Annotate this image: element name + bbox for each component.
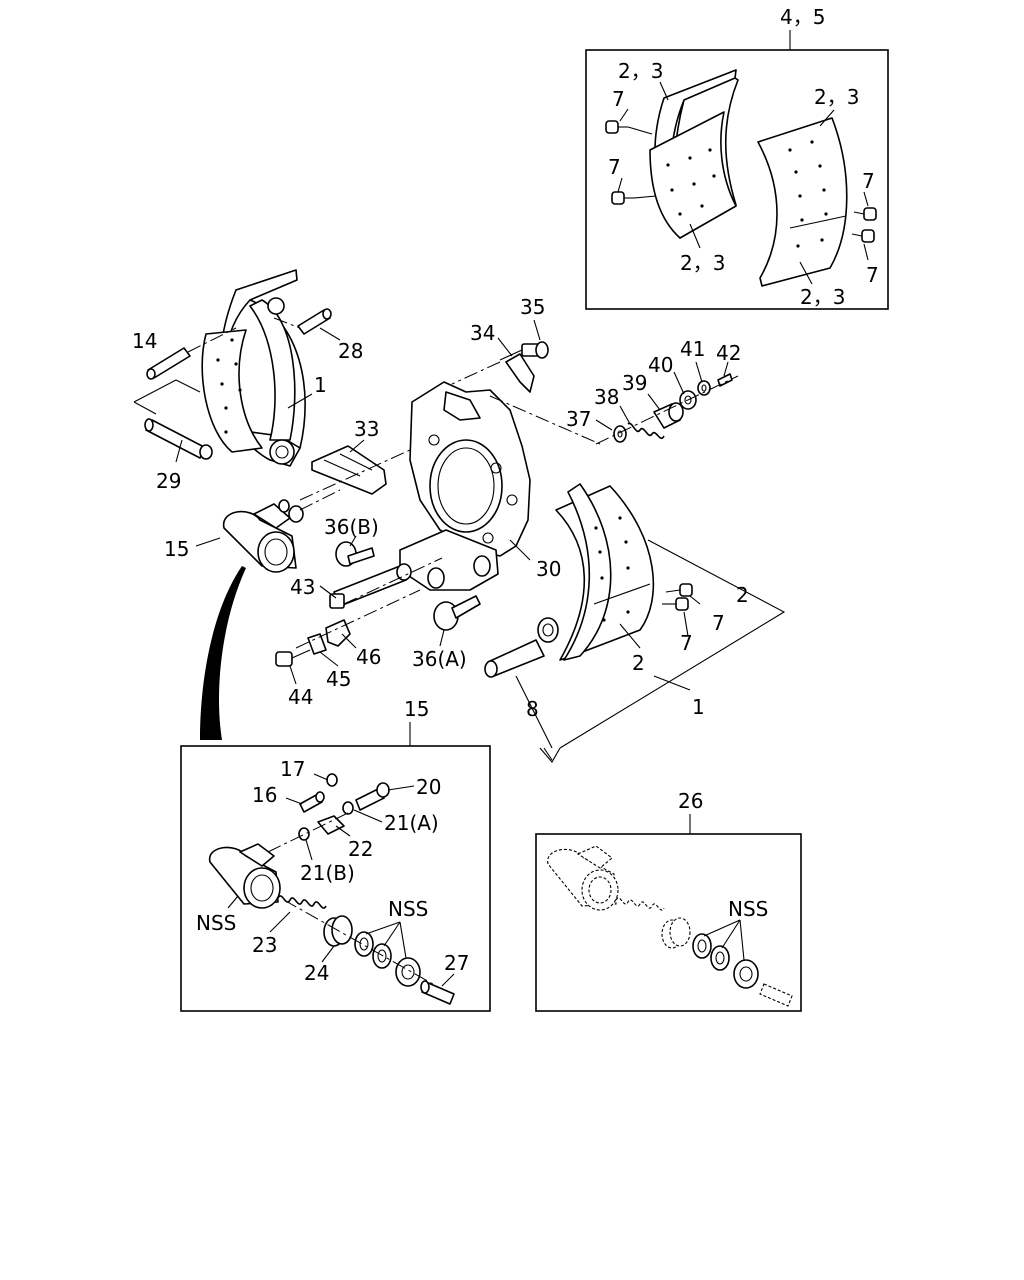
- label-8: 8: [526, 697, 539, 721]
- pin-14: [146, 347, 191, 380]
- label-7-a: 7: [712, 611, 725, 635]
- label-38: 38: [594, 385, 619, 409]
- label-37: 37: [566, 407, 591, 431]
- clip-34: [505, 353, 535, 393]
- label-2-right: 2: [736, 583, 749, 607]
- brake-lining-right: [757, 117, 848, 287]
- label-42: 42: [716, 341, 741, 365]
- label-36a: 36(A): [412, 647, 467, 671]
- label-15-main: 15: [164, 537, 189, 561]
- label-4-5: 4，5: [780, 5, 825, 29]
- label-34: 34: [470, 321, 495, 345]
- cam-36a: [433, 595, 481, 631]
- washer-45: [307, 633, 327, 655]
- pin-28: [297, 308, 332, 335]
- label-40: 40: [648, 353, 673, 377]
- cam-36b: [335, 541, 375, 567]
- label-2-3-a: 2，3: [618, 59, 663, 83]
- label-2-3-d: 2，3: [800, 285, 845, 309]
- label-24: 24: [304, 961, 329, 985]
- label-15-box: 15: [404, 697, 429, 721]
- plate-33: [311, 439, 387, 495]
- rivet-icon: [605, 120, 877, 243]
- box-lining-kit: 4，5: [585, 5, 889, 310]
- box-repair-kit-26: 26 NSS: [535, 789, 802, 1012]
- label-22: 22: [348, 837, 373, 861]
- label-7-box-b: 7: [608, 155, 621, 179]
- backing-plate-30: [399, 381, 531, 591]
- label-7-box-a: 7: [612, 87, 625, 111]
- label-39: 39: [622, 371, 647, 395]
- plate-46: [325, 619, 351, 647]
- bolt-44: [275, 649, 311, 667]
- label-7-box-c: 7: [862, 169, 875, 193]
- label-28: 28: [338, 339, 363, 363]
- label-1-upper: 1: [314, 373, 327, 397]
- label-14: 14: [132, 329, 157, 353]
- label-23: 23: [252, 933, 277, 957]
- label-27: 27: [444, 951, 469, 975]
- pin-29: [144, 418, 213, 460]
- label-41: 41: [680, 337, 705, 361]
- label-20: 20: [416, 775, 441, 799]
- adjuster-parts: [613, 373, 733, 443]
- label-7-b: 7: [680, 631, 693, 655]
- callout-pointer: [200, 566, 246, 740]
- label-nss-left: NSS: [196, 911, 236, 935]
- label-43: 43: [290, 575, 315, 599]
- brake-shoe-lower: [537, 483, 655, 661]
- brake-lining-left: [649, 69, 739, 239]
- label-7-box-d: 7: [866, 263, 879, 287]
- label-35: 35: [520, 295, 545, 319]
- label-26-box: 26: [678, 789, 703, 813]
- label-46: 46: [356, 645, 381, 669]
- label-44: 44: [288, 685, 313, 709]
- label-nss-right: NSS: [728, 897, 768, 921]
- label-2-3-c: 2，3: [680, 251, 725, 275]
- label-33: 33: [354, 417, 379, 441]
- label-36b: 36(B): [324, 515, 379, 539]
- bushing-8: [484, 639, 545, 678]
- brake-shoe-upper: [201, 269, 306, 467]
- label-1-lower: 1: [692, 695, 705, 719]
- label-2-3-b: 2，3: [814, 85, 859, 109]
- label-21b: 21(B): [300, 861, 355, 885]
- box-wheel-cylinder-15: 15: [180, 697, 491, 1012]
- wheel-cylinder-15: [223, 499, 304, 573]
- label-29: 29: [156, 469, 181, 493]
- label-30: 30: [536, 557, 561, 581]
- label-nss-mid: NSS: [388, 897, 428, 921]
- label-2-lower: 2: [632, 651, 645, 675]
- label-45: 45: [326, 667, 351, 691]
- shaft-43: [329, 563, 412, 609]
- label-16: 16: [252, 783, 277, 807]
- bolt-35: [499, 341, 549, 361]
- label-17: 17: [280, 757, 305, 781]
- rivet-icon: [662, 583, 693, 611]
- label-21a: 21(A): [384, 811, 439, 835]
